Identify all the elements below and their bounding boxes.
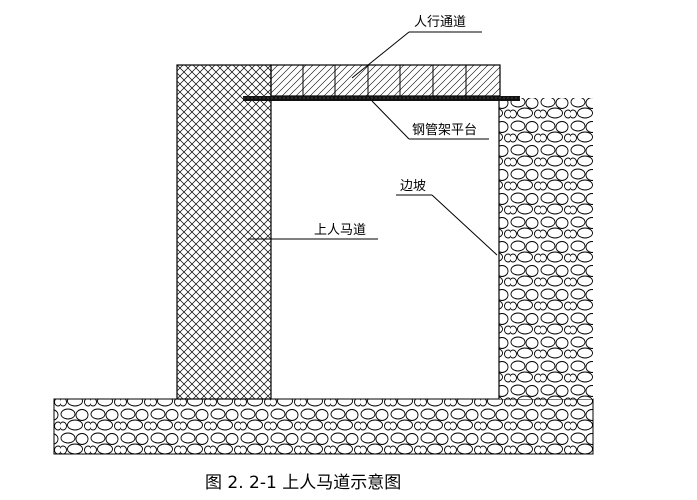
ground-rock — [53, 398, 594, 455]
steel-platform — [243, 96, 520, 101]
label-slope: 边坡 — [400, 179, 426, 194]
slope-rock — [499, 98, 593, 399]
label-walkway: 人行通道 — [414, 15, 466, 30]
leader-platform — [371, 100, 489, 140]
leader-walkway — [351, 31, 482, 79]
ramp-column — [176, 64, 272, 400]
label-platform: 钢管架平台 — [412, 123, 477, 138]
figure-caption: 图 2. 2-1 上人马道示意图 — [205, 473, 401, 493]
walkway-blocks — [270, 64, 501, 97]
leader-slope — [396, 194, 498, 256]
label-ramp: 上人马道 — [314, 223, 366, 238]
